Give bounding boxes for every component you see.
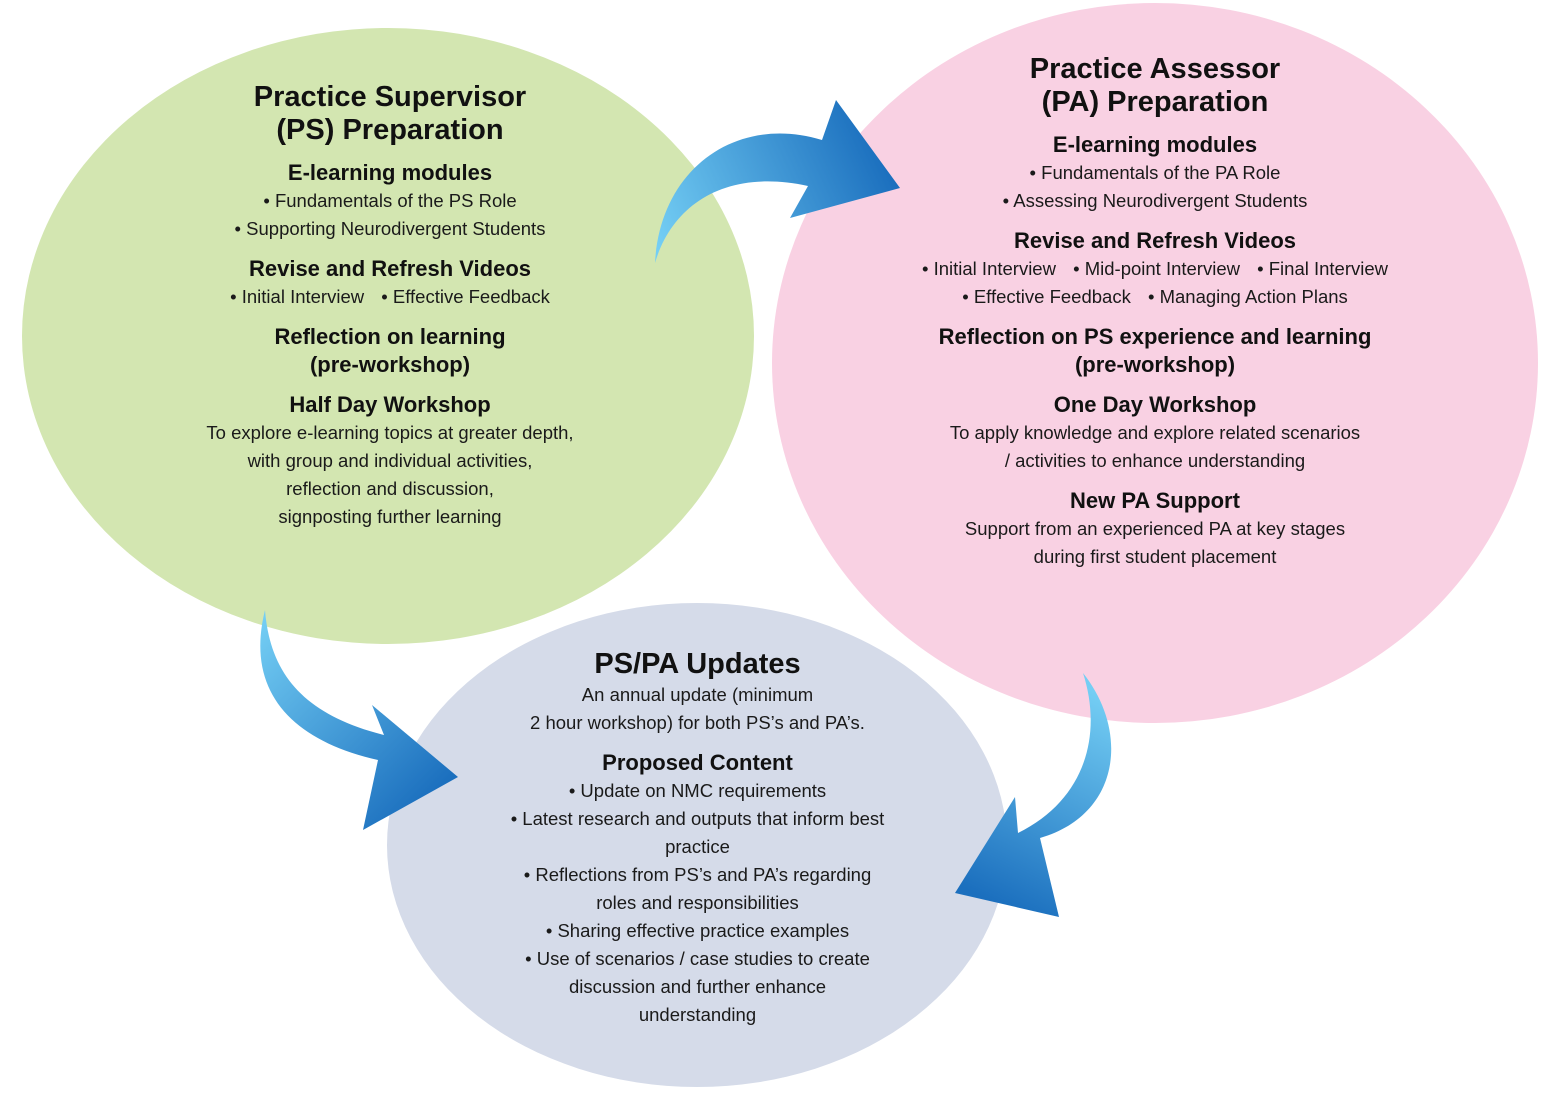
updates-intro-line: An annual update (minimum [581, 684, 814, 705]
updates-content-line: understanding [638, 1004, 757, 1025]
pa-video-item: • Effective Feedback [962, 286, 1131, 307]
updates-ellipse [387, 603, 1007, 1087]
pa-support-heading: New PA Support [1070, 488, 1240, 513]
pa-elearning-item: • Assessing Neurodivergent Students [1002, 190, 1308, 211]
ps-videos-items: • Initial Interview • Effective Feedback [120, 283, 660, 311]
updates-content-line: discussion and further enhance [568, 976, 827, 997]
ps-videos-heading: Revise and Refresh Videos [248, 256, 532, 281]
pa-videos-row: • Effective Feedback • Managing Action P… [860, 283, 1450, 311]
updates-intro-line: 2 hour workshop) for both PS’s and PA’s. [530, 712, 865, 733]
ps-workshop-heading: Half Day Workshop [289, 392, 491, 417]
pa-workshop-heading: One Day Workshop [1053, 392, 1257, 417]
pa-video-item: • Initial Interview [921, 258, 1056, 279]
ps-title-line2: (PS) Preparation [276, 114, 504, 146]
updates-content-line: • Use of scenarios / case studies to cre… [525, 948, 870, 969]
updates-content-heading: Proposed Content [602, 750, 793, 775]
ps-workshop-line: reflection and discussion, [286, 478, 494, 499]
pa-video-item: • Managing Action Plans [1147, 286, 1348, 307]
updates-content-line: • Update on NMC requirements [568, 780, 827, 801]
pa-videos-row: • Initial Interview • Mid-point Intervie… [860, 255, 1450, 283]
ps-reflection-heading-line1: Reflection on learning [274, 324, 506, 349]
updates-content-line: • Sharing effective practice examples [545, 920, 850, 941]
updates-content-line: roles and responsibilities [596, 892, 799, 913]
pa-elearning-item: • Fundamentals of the PA Role [1029, 162, 1281, 183]
ps-preparation-panel: Practice Supervisor (PS) Preparation E-l… [120, 81, 660, 531]
updates-content-line: • Reflections from PS’s and PA’s regardi… [523, 864, 872, 885]
arrow-ps-to-pa [655, 100, 900, 263]
pa-support-line: Support from an experienced PA at key st… [964, 518, 1346, 539]
ps-workshop-line: with group and individual activities, [247, 450, 533, 471]
ps-elearning-heading: E-learning modules [287, 160, 493, 185]
arrow-pa-to-updates [955, 673, 1112, 917]
pa-reflection-heading-line1: Reflection on PS experience and learning [938, 324, 1372, 349]
ps-title-line1: Practice Supervisor [253, 81, 527, 113]
updates-panel: PS/PA Updates An annual update (minimum … [430, 648, 965, 1029]
arrow-ps-to-updates [260, 610, 458, 830]
ps-video-item: • Effective Feedback [381, 286, 550, 307]
pa-reflection-heading-line2: (pre-workshop) [1074, 352, 1236, 377]
pa-support-line: during first student placement [1033, 546, 1277, 567]
pa-preparation-ellipse [772, 3, 1538, 723]
ps-elearning-item: • Fundamentals of the PS Role [263, 190, 517, 211]
pa-workshop-line: / activities to enhance understanding [1004, 450, 1306, 471]
ps-workshop-line: signposting further learning [278, 506, 502, 527]
updates-content-line: practice [665, 836, 730, 857]
pa-preparation-panel: Practice Assessor (PA) Preparation E-lea… [860, 53, 1450, 571]
updates-content-line: • Latest research and outputs that infor… [510, 808, 885, 829]
ps-video-item: • Initial Interview [230, 286, 365, 307]
pa-elearning-heading: E-learning modules [1052, 132, 1258, 157]
pa-videos-heading: Revise and Refresh Videos [1013, 228, 1297, 253]
pa-workshop-line: To apply knowledge and explore related s… [949, 422, 1361, 443]
pa-title-line1: Practice Assessor [1029, 53, 1281, 85]
ps-preparation-ellipse [22, 28, 754, 644]
pa-title-line2: (PA) Preparation [1041, 86, 1269, 118]
pa-video-item: • Final Interview [1257, 258, 1389, 279]
updates-title: PS/PA Updates [594, 648, 801, 680]
ps-reflection-heading-line2: (pre-workshop) [309, 352, 471, 377]
ps-elearning-item: • Supporting Neurodivergent Students [234, 218, 546, 239]
ps-workshop-line: To explore e-learning topics at greater … [206, 422, 574, 443]
pa-video-item: • Mid-point Interview [1073, 258, 1240, 279]
